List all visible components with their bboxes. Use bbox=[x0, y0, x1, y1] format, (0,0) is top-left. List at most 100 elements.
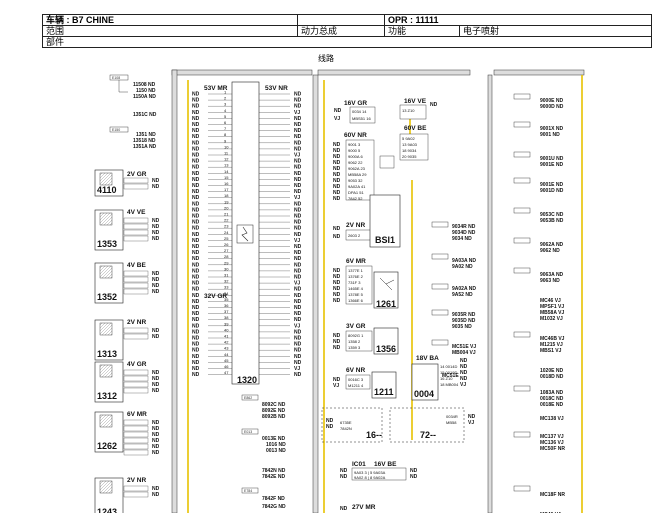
right-label: MPSF1 VJ bbox=[540, 304, 564, 310]
svg-text:38: 38 bbox=[224, 315, 229, 320]
svg-text:ND: ND bbox=[460, 370, 468, 376]
conn-53v-nr: 53V NR bbox=[265, 85, 288, 92]
svg-text:ND: ND bbox=[192, 348, 200, 354]
right-label: 0018E ND bbox=[540, 402, 563, 408]
svg-text:ND: ND bbox=[294, 104, 302, 110]
svg-text:ND: ND bbox=[333, 190, 341, 196]
svg-text:39: 39 bbox=[224, 321, 229, 326]
svg-text:ND: ND bbox=[294, 122, 302, 128]
conn-32v-gr: 32V GR bbox=[204, 293, 227, 300]
svg-text:11508 ND: 11508 ND bbox=[133, 82, 156, 88]
left-group-3: E150 1351 ND 13518 ND 1351A ND bbox=[109, 126, 157, 150]
svg-text:7842N: 7842N bbox=[340, 426, 352, 431]
svg-text:ND: ND bbox=[294, 372, 302, 378]
svg-text:0004: 0004 bbox=[414, 389, 434, 399]
svg-text:ND: ND bbox=[294, 336, 302, 342]
right-label: 9001D ND bbox=[540, 188, 564, 194]
svg-text:9000A 6: 9000A 6 bbox=[348, 154, 363, 159]
svg-text:ND: ND bbox=[152, 271, 160, 277]
right-label: 9001 ND bbox=[540, 132, 560, 138]
svg-text:30: 30 bbox=[224, 266, 229, 271]
svg-text:ND: ND bbox=[294, 256, 302, 262]
svg-text:ND: ND bbox=[192, 128, 200, 134]
svg-text:17: 17 bbox=[224, 187, 229, 192]
svg-text:35: 35 bbox=[224, 297, 229, 302]
svg-text:1211: 1211 bbox=[374, 387, 394, 397]
svg-text:ND: ND bbox=[294, 250, 302, 256]
mid-label: 9A02 ND bbox=[452, 264, 473, 270]
svg-text:DPA1 51: DPA1 51 bbox=[348, 190, 364, 195]
svg-text:ND: ND bbox=[333, 339, 341, 345]
svg-text:E784: E784 bbox=[244, 489, 252, 493]
mid-label: 9035 ND bbox=[452, 324, 472, 330]
svg-text:ND: ND bbox=[333, 160, 341, 166]
block-bsi1: 2V NR 2603 2 ND ND BSI1 bbox=[333, 194, 401, 248]
svg-text:MB58: MB58 bbox=[446, 420, 457, 425]
svg-text:ND: ND bbox=[294, 189, 302, 195]
svg-text:E150: E150 bbox=[112, 128, 120, 132]
fuse-symbol bbox=[236, 224, 254, 244]
left-bus bbox=[171, 69, 178, 513]
svg-text:9A02 8 | 8 9A02A: 9A02 8 | 8 9A02A bbox=[354, 475, 386, 480]
right-label: M1032 VJ bbox=[540, 316, 563, 322]
svg-text:18: 18 bbox=[224, 193, 229, 198]
right-bus bbox=[487, 74, 493, 513]
svg-text:MB58A 29: MB58A 29 bbox=[348, 172, 367, 177]
svg-text:VJ: VJ bbox=[334, 116, 340, 122]
right-label: MC50F NR bbox=[540, 446, 565, 452]
vehicle-cell: 车辆 : B7 CHINE bbox=[42, 14, 298, 26]
svg-text:ND: ND bbox=[326, 418, 334, 424]
svg-text:ND: ND bbox=[152, 218, 160, 224]
svg-text:47: 47 bbox=[224, 370, 229, 375]
svg-text:ND: ND bbox=[294, 171, 302, 177]
svg-text:ND: ND bbox=[152, 236, 160, 242]
svg-text:1150A ND: 1150A ND bbox=[133, 94, 156, 100]
svg-text:ND: ND bbox=[333, 268, 341, 274]
svg-text:42: 42 bbox=[224, 340, 229, 345]
svg-text:ND: ND bbox=[192, 220, 200, 226]
svg-text:16: 16 bbox=[224, 181, 229, 186]
svg-text:ND: ND bbox=[152, 426, 160, 432]
component-id: 1243 bbox=[97, 507, 117, 513]
svg-text:0034R: 0034R bbox=[446, 414, 458, 419]
svg-text:1378E 5: 1378E 5 bbox=[348, 292, 364, 297]
svg-text:ND: ND bbox=[294, 232, 302, 238]
svg-text:13 9A03: 13 9A03 bbox=[402, 142, 418, 147]
svg-text:ND: ND bbox=[152, 370, 160, 376]
svg-text:ND: ND bbox=[152, 224, 160, 230]
svg-text:ND: ND bbox=[333, 142, 341, 148]
svg-text:0013 ND: 0013 ND bbox=[266, 448, 286, 454]
svg-text:16 Z10: 16 Z10 bbox=[440, 376, 453, 381]
svg-text:7: 7 bbox=[224, 126, 227, 131]
svg-text:IC01: IC01 bbox=[352, 461, 366, 468]
svg-text:ND: ND bbox=[460, 376, 468, 382]
svg-text:8092B ND: 8092B ND bbox=[262, 414, 286, 420]
right-label: M1215 VJ bbox=[540, 342, 563, 348]
svg-text:VJ: VJ bbox=[294, 238, 300, 244]
svg-text:ND: ND bbox=[192, 159, 200, 165]
svg-text:24: 24 bbox=[224, 230, 229, 235]
svg-text:ND: ND bbox=[294, 305, 302, 311]
svg-text:44: 44 bbox=[224, 352, 229, 357]
svg-text:ND: ND bbox=[192, 238, 200, 244]
svg-text:E013: E013 bbox=[244, 430, 252, 434]
svg-text:ND: ND bbox=[294, 220, 302, 226]
svg-text:E108: E108 bbox=[112, 76, 120, 80]
svg-text:ND: ND bbox=[294, 116, 302, 122]
top-bar-right bbox=[493, 69, 585, 76]
svg-text:ND: ND bbox=[294, 268, 302, 274]
svg-text:ND: ND bbox=[333, 196, 341, 202]
component-id: 1312 bbox=[97, 391, 117, 401]
svg-text:9A02A 41: 9A02A 41 bbox=[348, 184, 366, 189]
svg-text:ND: ND bbox=[294, 226, 302, 232]
svg-text:1016 ND: 1016 ND bbox=[266, 442, 286, 448]
svg-text:9A03 3 | 5 9A03A: 9A03 3 | 5 9A03A bbox=[354, 470, 386, 475]
svg-text:0016C 3: 0016C 3 bbox=[348, 377, 364, 382]
svg-text:ND: ND bbox=[333, 377, 341, 383]
svg-text:ND: ND bbox=[152, 289, 160, 295]
